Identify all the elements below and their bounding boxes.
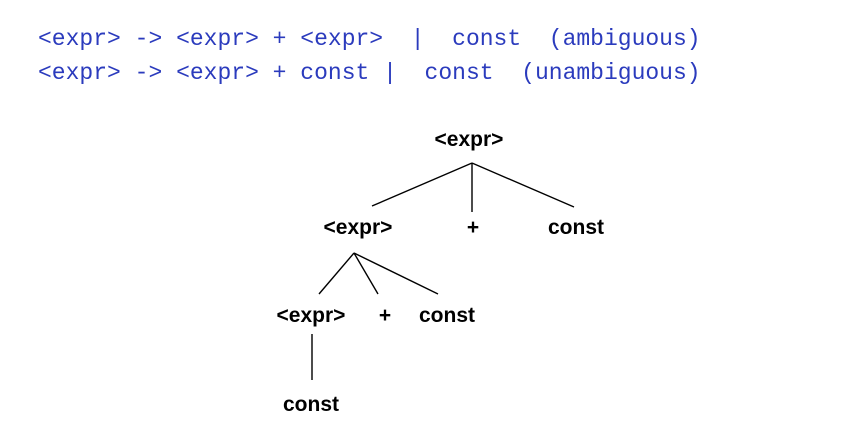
rule-lhs: <expr> [38,60,121,86]
grammar-rule-unambiguous: <expr> -> <expr> + const | const (unambi… [38,56,701,90]
edge-expr-to-expr [318,252,355,295]
rule-arrow: -> [134,26,163,52]
tree-node-const-level1: const [548,216,604,239]
parse-tree-edges [311,162,575,380]
rule-separator: | [410,26,425,52]
rule-rhs: <expr> + <expr> [176,26,384,52]
rule-separator: | [383,60,397,86]
rule-note: (unambiguous) [521,60,701,86]
rule-alternative: const [452,26,522,52]
edge-root-to-expr [371,162,473,207]
edge-root-to-const [471,162,575,208]
tree-node-expr-level1: <expr> [324,216,393,239]
tree-node-const-level3: const [283,393,339,416]
tree-node-expr-level2: <expr> [277,304,346,327]
grammar-rules: <expr> -> <expr> + <expr> | const (ambig… [38,22,701,90]
tree-node-const-level2: const [419,304,475,327]
tree-node-plus-level1: + [467,216,479,239]
rule-arrow: -> [134,60,163,86]
tree-node-root-expr: <expr> [435,128,504,151]
rule-rhs: <expr> + const [176,60,370,86]
rule-lhs: <expr> [38,26,121,52]
grammar-rule-ambiguous: <expr> -> <expr> + <expr> | const (ambig… [38,22,701,56]
rule-note: (ambiguous) [548,26,701,52]
edge-expr-to-plus [353,252,379,295]
parse-tree-nodes: <expr> <expr> + const <expr> + const con… [277,128,604,416]
tree-node-plus-level2: + [379,304,391,327]
edge-expr-to-const [353,252,439,295]
rule-alternative: const [424,60,494,86]
